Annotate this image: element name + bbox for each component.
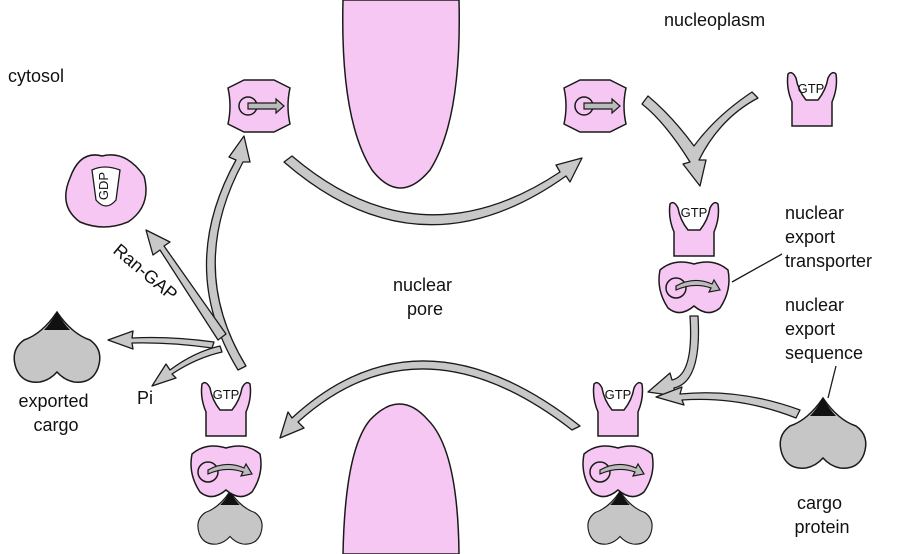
gdp-label: GDP (96, 172, 111, 200)
label-cargo-protein: cargo protein (794, 493, 849, 537)
nuclear-pore-upper-lobe (343, 0, 460, 188)
nuclear-pore-lower-lobe (343, 404, 459, 554)
label-ran-gap: Ran-GAP (109, 240, 181, 305)
arrow-cargo-joins-complex (656, 387, 800, 418)
arrow-release-cargo (108, 331, 214, 349)
export-complex-nucleus: GTP (583, 383, 653, 545)
exported-cargo (14, 312, 100, 382)
pointer-nes (828, 366, 836, 398)
arrow-complex-binds-cargo (648, 316, 699, 396)
label-nuclear-pore: nuclear pore (393, 275, 457, 319)
label-nucleoplasm: nucleoplasm (664, 10, 765, 30)
label-nuclear-export-sequence: nuclear export sequence (785, 295, 863, 363)
arrow-transporter-binds-gtp (642, 92, 758, 186)
free-transporter-nucleus (564, 80, 626, 132)
label-exported-cargo: exported cargo (18, 391, 93, 435)
gtp-label-export-cytosol: GTP (213, 387, 240, 402)
arrow-release-pi (152, 346, 222, 386)
ran-gtp-free: GTP (788, 73, 837, 126)
label-cytosol: cytosol (8, 66, 64, 86)
export-complex-cytosol: GTP (191, 383, 262, 545)
label-pi: Pi (137, 388, 153, 408)
gtp-label-complex: GTP (681, 205, 708, 220)
gtp-label-export-nucleus: GTP (605, 387, 632, 402)
gtp-label-free: GTP (798, 81, 825, 96)
ran-gdp: GDP (66, 155, 146, 227)
ran-gtp-transporter-complex: GTP (659, 203, 729, 313)
arrow-recycle-transporter (206, 136, 250, 370)
label-nuclear-export-transporter: nuclear export transporter (785, 203, 872, 271)
free-transporter-cytosol (228, 80, 290, 132)
pointer-transporter (732, 254, 782, 282)
